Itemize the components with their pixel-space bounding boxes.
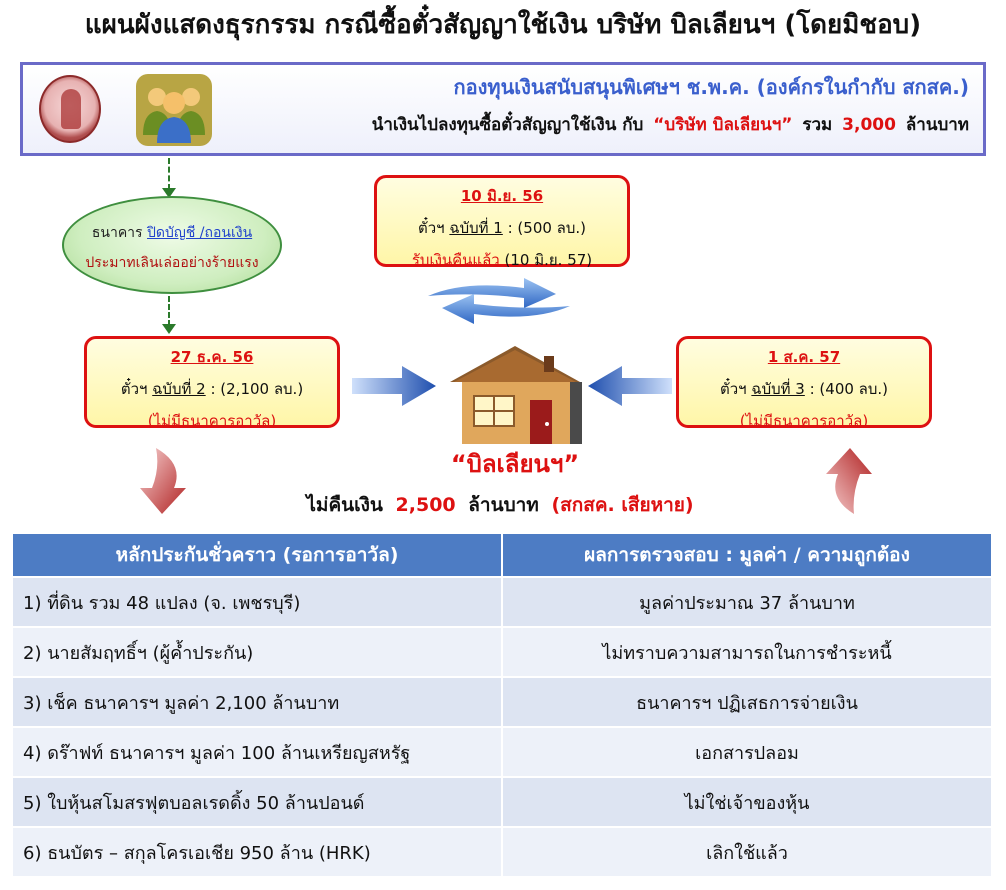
bank-action-line: ธนาคาร ปิดบัญชี /ถอนเงิน: [64, 222, 280, 244]
company-node-label: “บิลเลียนฯ”: [450, 450, 580, 478]
connector-bank-note: [168, 296, 170, 326]
connector-arrow-1: [162, 188, 176, 198]
table-row: 6) ธนบัตร – สกุลโครเอเชีย 950 ล้าน (HRK)…: [11, 826, 993, 878]
people-icon: [136, 74, 212, 146]
table-header-row: หลักประกันชั่วคราว (รอการอาวัล) ผลการตรว…: [11, 532, 993, 578]
promissory-note-1: 10 มิ.ย. 56 ตั๋วฯ ฉบับที่ 1 : (500 ลบ.) …: [374, 175, 630, 269]
note-status-date: (10 มิ.ย. 57): [504, 251, 593, 269]
note-issue: ฉบับที่ 2: [152, 380, 206, 398]
loss-unit: ล้านบาท: [468, 494, 539, 516]
table-row: 2) นายสัมฤทธิ์ฯ (ผู้ค้ำประกัน) ไม่ทราบคว…: [11, 626, 993, 678]
investment-statement: นำเงินไปลงทุนซื้อตั๋วสัญญาใช้เงิน กับ “บ…: [372, 111, 969, 138]
result-cell: ไม่ทราบความสามารถในการชำระหนี้: [501, 626, 993, 678]
column-header-collateral: หลักประกันชั่วคราว (รอการอาวัล): [11, 532, 503, 578]
bank-node: ธนาคาร ปิดบัญชี /ถอนเงิน ประมาทเลินเล่ออ…: [62, 196, 282, 294]
collateral-cell: 6) ธนบัตร – สกุลโครเอเชีย 950 ล้าน (HRK): [11, 826, 503, 878]
seal-icon: [39, 75, 101, 143]
collateral-cell: 3) เช็ค ธนาคารฯ มูลค่า 2,100 ล้านบาท: [11, 676, 503, 728]
loss-summary: ไม่คืนเงิน 2,500 ล้านบาท (สกสค. เสียหาย): [0, 490, 1006, 520]
curved-arrow-down-icon: [140, 448, 186, 514]
note-issue: ฉบับที่ 1: [449, 219, 503, 237]
result-cell: ธนาคารฯ ปฏิเสธการจ่ายเงิน: [501, 676, 993, 728]
loss-amount: 2,500: [395, 494, 456, 516]
total-amount: 3,000: [842, 115, 896, 135]
result-cell: ไม่ใช่เจ้าของหุ้น: [501, 776, 993, 828]
column-header-result: ผลการตรวจสอบ : มูลค่า / ความถูกต้อง: [501, 532, 993, 578]
table-row: 5) ใบหุ้นสโมสรฟุตบอลเรดดิ้ง 50 ล้านปอนด์…: [11, 776, 993, 828]
promissory-note-2: 27 ธ.ค. 56 ตั๋วฯ ฉบับที่ 2 : (2,100 ลบ.)…: [84, 336, 340, 430]
page-title: แผนผังแสดงธุรกรรม กรณีซื้อตั๋วสัญญาใช้เง…: [84, 10, 922, 40]
note-status: (ไม่มีธนาคารอาวัล): [147, 412, 277, 430]
result-cell: เลิกใช้แล้ว: [501, 826, 993, 878]
collateral-table: หลักประกันชั่วคราว (รอการอาวัล) ผลการตรว…: [11, 532, 993, 878]
collateral-cell: 4) ดร๊าฟท์ ธนาคารฯ มูลค่า 100 ล้านเหรียญ…: [11, 726, 503, 778]
note-status: (ไม่มีธนาคารอาวัล): [739, 412, 869, 430]
collateral-cell: 1) ที่ดิน รวม 48 แปลง (จ. เพชรบุรี): [11, 576, 503, 628]
note-prefix: ตั๋วฯ: [120, 380, 148, 398]
company-name: “บริษัท บิลเลียนฯ”: [653, 115, 793, 135]
bank-action: ปิดบัญชี /ถอนเงิน: [147, 225, 253, 241]
note-amount: : (2,100 ลบ.): [210, 380, 304, 398]
investment-prefix: นำเงินไปลงทุนซื้อตั๋วสัญญาใช้เงิน กับ: [371, 115, 644, 135]
total-unit: ล้านบาท: [905, 115, 969, 135]
note-status-red: รับเงินคืนแล้ว: [411, 251, 500, 269]
curved-arrow-up-icon: [826, 448, 872, 514]
result-cell: เอกสารปลอม: [501, 726, 993, 778]
note-amount: : (500 ลบ.): [507, 219, 587, 237]
connector-arrow-2: [162, 324, 176, 334]
note-amount: : (400 ลบ.): [809, 380, 889, 398]
note-description: ตั๋วฯ ฉบับที่ 3 : (400 ลบ.): [679, 377, 929, 401]
fund-header: กองทุนเงินสนับสนุนพิเศษฯ ช.พ.ค. (องค์กรใ…: [20, 62, 986, 156]
bank-prefix: ธนาคาร: [91, 225, 143, 241]
fund-name: กองทุนเงินสนับสนุนพิเศษฯ ช.พ.ค. (องค์กรใ…: [453, 75, 969, 99]
collateral-cell: 5) ใบหุ้นสโมสรฟุตบอลเรดดิ้ง 50 ล้านปอนด์: [11, 776, 503, 828]
note-date: 10 มิ.ย. 56: [460, 187, 544, 205]
loss-note: (สกสค. เสียหาย): [551, 494, 694, 516]
arrow-left-icon: [588, 366, 672, 406]
note-issue: ฉบับที่ 3: [751, 380, 805, 398]
note-date: 1 ส.ค. 57: [767, 348, 841, 366]
table-row: 1) ที่ดิน รวม 48 แปลง (จ. เพชรบุรี) มูลค…: [11, 576, 993, 628]
house-icon: [450, 346, 582, 444]
connector-fund-bank: [168, 158, 170, 190]
note-date: 27 ธ.ค. 56: [170, 348, 254, 366]
result-cell: มูลค่าประมาณ 37 ล้านบาท: [501, 576, 993, 628]
table-row: 4) ดร๊าฟท์ ธนาคารฯ มูลค่า 100 ล้านเหรียญ…: [11, 726, 993, 778]
total-label: รวม: [802, 115, 833, 135]
loss-prefix: ไม่คืนเงิน: [306, 494, 383, 516]
note-description: ตั๋วฯ ฉบับที่ 2 : (2,100 ลบ.): [87, 377, 337, 401]
arrow-right-icon: [352, 366, 436, 406]
note-status: รับเงินคืนแล้ว (10 มิ.ย. 57): [377, 248, 627, 272]
table-row: 3) เช็ค ธนาคารฯ มูลค่า 2,100 ล้านบาท ธนา…: [11, 676, 993, 728]
promissory-note-3: 1 ส.ค. 57 ตั๋วฯ ฉบับที่ 3 : (400 ลบ.) (ไ…: [676, 336, 932, 430]
collateral-cell: 2) นายสัมฤทธิ์ฯ (ผู้ค้ำประกัน): [11, 626, 503, 678]
swap-arrows-icon: [428, 278, 570, 324]
note-description: ตั๋วฯ ฉบับที่ 1 : (500 ลบ.): [377, 216, 627, 240]
bank-note: ประมาทเลินเล่ออย่างร้ายแรง: [85, 255, 259, 271]
note-prefix: ตั๋วฯ: [417, 219, 445, 237]
note-prefix: ตั๋วฯ: [719, 380, 747, 398]
